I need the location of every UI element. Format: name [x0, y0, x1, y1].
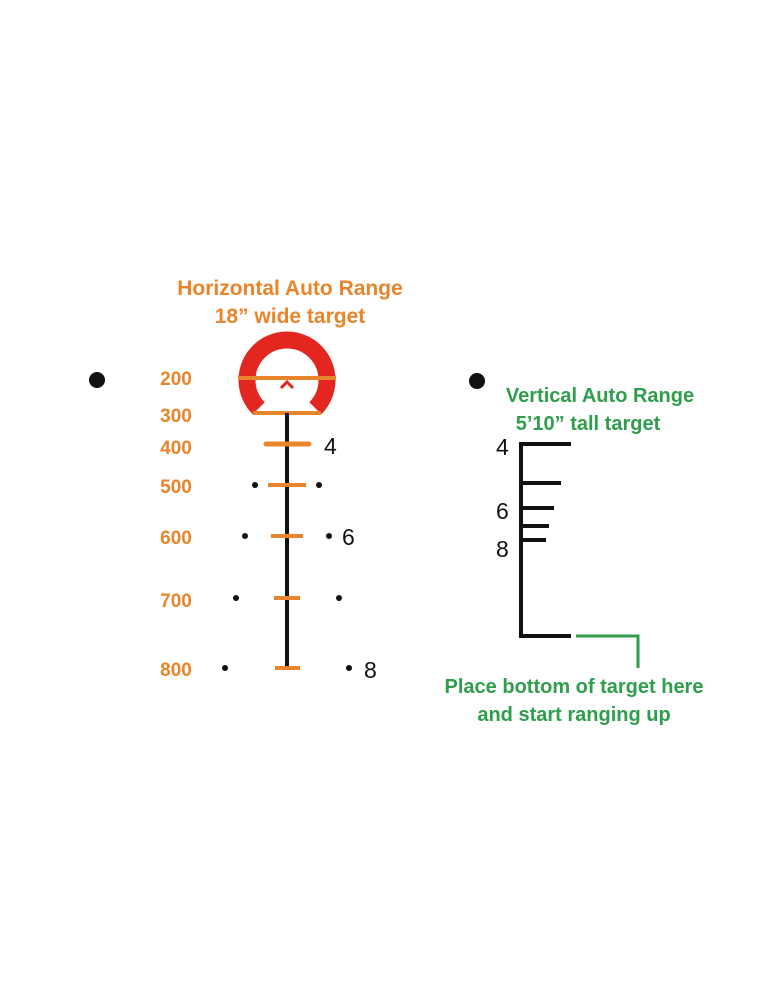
hash-bars	[263, 441, 312, 670]
wind-dots	[222, 482, 352, 671]
vertical-ladder	[519, 442, 571, 638]
h-mark-8: 8	[364, 657, 377, 683]
h-mark-6: 6	[342, 524, 355, 550]
range-500: 500	[160, 477, 192, 498]
vertical-title: Vertical Auto Range	[506, 385, 694, 407]
instruction-line-1: Place bottom of target here	[445, 676, 704, 698]
vertical-subtitle: 5’10” tall target	[516, 413, 661, 435]
range-600: 600	[160, 528, 192, 549]
range-labels: 200 300 400 500 600 700 800	[160, 369, 192, 681]
instruction-line-2: and start ranging up	[477, 704, 670, 726]
bottom-bracket	[576, 634, 640, 668]
v-mark-8: 8	[496, 536, 509, 562]
range-700: 700	[160, 591, 192, 612]
v-mark-6: 6	[496, 498, 509, 524]
right-dot	[469, 373, 485, 389]
range-800: 800	[160, 660, 192, 681]
chevron-aim-point	[279, 379, 295, 390]
range-200: 200	[160, 369, 192, 390]
left-dot	[89, 372, 105, 388]
horseshoe-circle	[238, 331, 336, 415]
horizontal-subtitle: 18” wide target	[215, 305, 366, 328]
v-mark-4: 4	[496, 434, 509, 460]
range-400: 400	[160, 438, 192, 459]
horizontal-title: Horizontal Auto Range	[177, 277, 403, 300]
range-300: 300	[160, 406, 192, 427]
h-mark-4: 4	[324, 433, 337, 459]
